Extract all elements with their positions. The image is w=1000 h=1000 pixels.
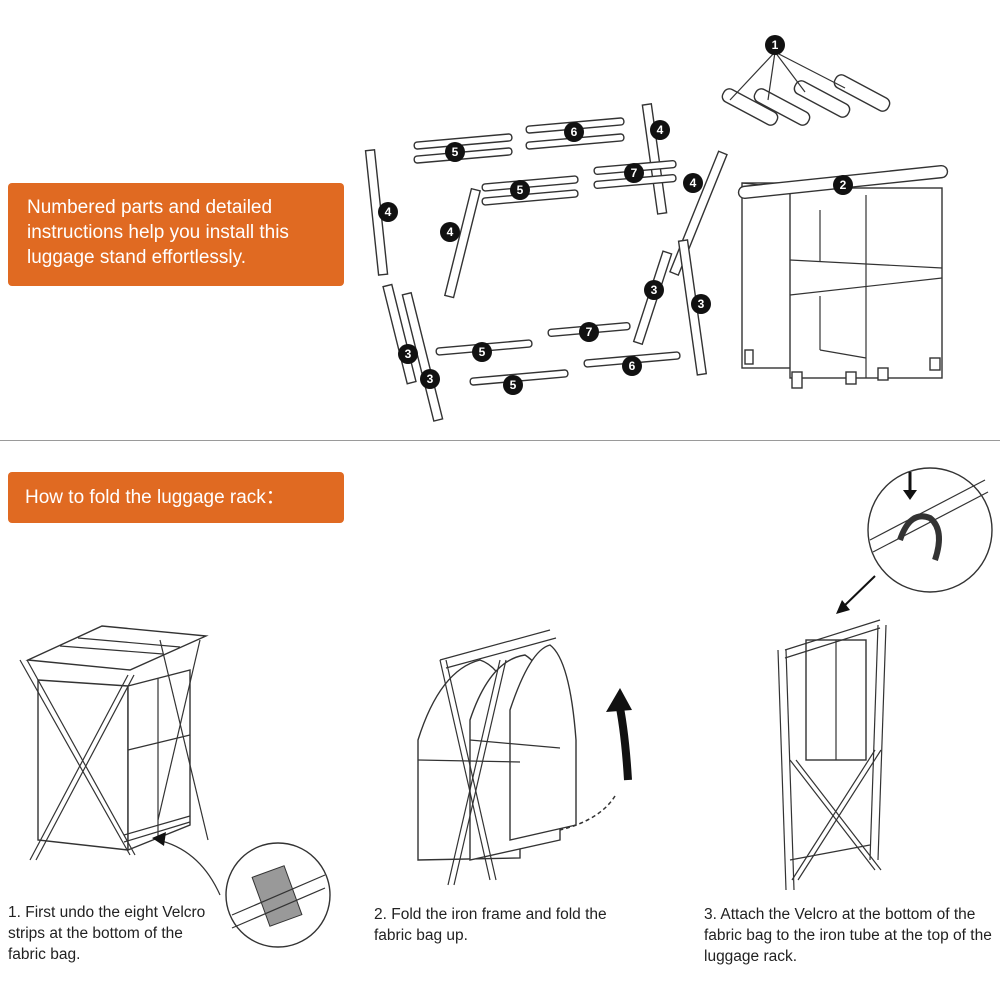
svg-text:7: 7: [586, 325, 593, 339]
badge-3c: 3: [644, 280, 664, 300]
svg-text:4: 4: [690, 176, 697, 190]
svg-text:6: 6: [571, 125, 578, 139]
badge-4a: 4: [378, 202, 398, 222]
badge-3a: 3: [398, 344, 418, 364]
install-info-line-2: instructions help you install this: [27, 222, 289, 243]
badge-5b: 5: [510, 180, 530, 200]
badge-7a: 7: [624, 163, 644, 183]
strap-parts: [721, 51, 891, 126]
rack-folded: [777, 619, 887, 891]
badge-5a: 5: [445, 142, 465, 162]
svg-text:4: 4: [447, 225, 454, 239]
fabric-bag-part: [737, 164, 949, 389]
badge-4c: 4: [650, 120, 670, 140]
section-divider: [0, 440, 1000, 441]
install-info-line-1: Numbered parts and detailed: [27, 197, 273, 218]
step-2-text: 2. Fold the iron frame and fold the fabr…: [374, 906, 607, 944]
badge-7b: 7: [579, 322, 599, 342]
svg-text:6: 6: [629, 359, 636, 373]
svg-text:3: 3: [698, 297, 705, 311]
step-3-text: 3. Attach the Velcro at the bottom of th…: [704, 906, 992, 965]
svg-text:3: 3: [405, 347, 412, 361]
parts-diagram: 1 2 3 3 3 3 4 4 4 4 5 5 5 5 6 6 7 7: [364, 35, 949, 422]
install-info-line-3: luggage stand effortlessly.: [27, 247, 246, 268]
step2-illustration: [417, 629, 632, 886]
step1-illustration: [19, 625, 331, 948]
velcro-detail-circle: [225, 842, 331, 948]
svg-text:5: 5: [452, 145, 459, 159]
fold-instructions-banner: How to fold the luggage rack：: [8, 472, 344, 523]
install-info-banner: Numbered parts and detailed instructions…: [8, 183, 344, 286]
badge-6b: 6: [622, 356, 642, 376]
svg-text:5: 5: [517, 183, 524, 197]
svg-text:7: 7: [631, 166, 638, 180]
badge-3d: 3: [691, 294, 711, 314]
step-1-text: 1. First undo the eight Velcro strips at…: [8, 904, 206, 963]
badge-4b: 4: [440, 222, 460, 242]
svg-text:2: 2: [840, 178, 847, 192]
rack-folding: [417, 629, 577, 886]
svg-text:5: 5: [510, 378, 517, 392]
svg-text:3: 3: [651, 283, 658, 297]
badge-5c: 5: [472, 342, 492, 362]
badge-3b: 3: [420, 369, 440, 389]
svg-text:3: 3: [427, 372, 434, 386]
badge-6a: 6: [564, 122, 584, 142]
svg-text:4: 4: [385, 205, 392, 219]
step3-illustration: [777, 467, 993, 891]
svg-text:1: 1: [772, 38, 779, 52]
badge-4d: 4: [683, 173, 703, 193]
velcro-top-detail: [867, 467, 993, 593]
svg-text:5: 5: [479, 345, 486, 359]
rack-assembled: [19, 625, 209, 861]
badge-2: 2: [833, 175, 853, 195]
badge-5d: 5: [503, 375, 523, 395]
badge-1: 1: [765, 35, 785, 55]
svg-text:4: 4: [657, 123, 664, 137]
